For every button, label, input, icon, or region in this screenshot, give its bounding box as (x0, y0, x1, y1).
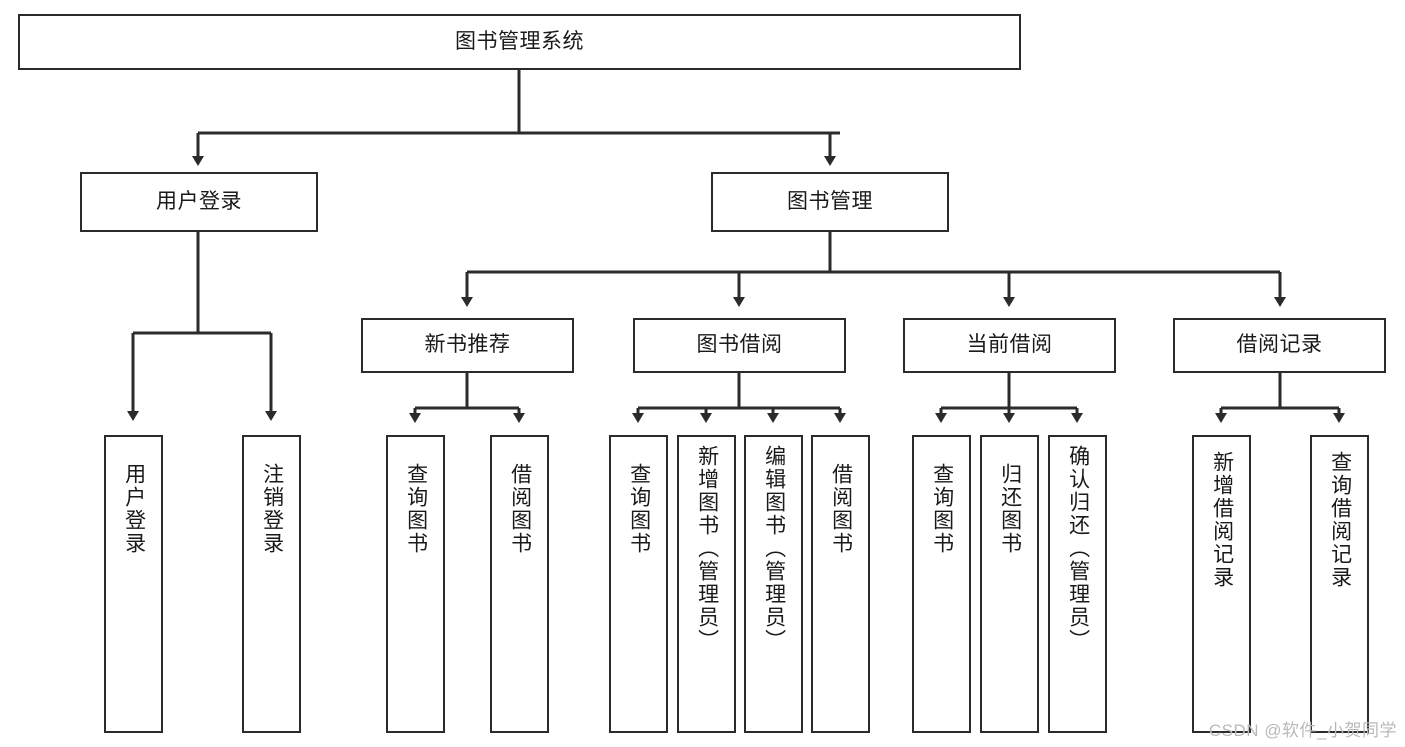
node-borrow-record-label: 借阅记录 (1236, 333, 1323, 357)
node-leaf-logout-login-label: 注销登录 (260, 463, 284, 555)
node-book-borrow[interactable]: 图书借阅 (633, 318, 846, 373)
node-leaf-borrow-book-1-label: 借阅图书 (508, 463, 532, 555)
node-borrow-record[interactable]: 借阅记录 (1173, 318, 1386, 373)
node-leaf-add-record[interactable]: 新增借阅记录 (1192, 435, 1251, 733)
node-leaf-user-login[interactable]: 用户登录 (104, 435, 163, 733)
node-leaf-borrow-book-1[interactable]: 借阅图书 (490, 435, 549, 733)
node-leaf-borrow-book-2-label: 借阅图书 (829, 463, 853, 555)
node-root-label: 图书管理系统 (455, 29, 584, 53)
node-leaf-add-record-label: 新增借阅记录 (1210, 451, 1234, 589)
node-user-login-label: 用户登录 (156, 189, 242, 213)
node-leaf-query-book-3-label: 查询图书 (930, 463, 954, 555)
node-leaf-add-book[interactable]: 新增图书（管理员） (677, 435, 736, 733)
node-leaf-logout-login[interactable]: 注销登录 (242, 435, 301, 733)
node-leaf-return-book-label: 归还图书 (998, 463, 1022, 555)
node-book-manage[interactable]: 图书管理 (711, 172, 949, 232)
node-leaf-return-book[interactable]: 归还图书 (980, 435, 1039, 733)
node-leaf-query-book-1[interactable]: 查询图书 (386, 435, 445, 733)
node-leaf-query-book-2[interactable]: 查询图书 (609, 435, 668, 733)
node-leaf-edit-book-label: 编辑图书（管理员） (762, 445, 786, 652)
node-leaf-confirm-return[interactable]: 确认归还（管理员） (1048, 435, 1107, 733)
node-leaf-add-book-label: 新增图书（管理员） (695, 445, 719, 652)
node-leaf-user-login-label: 用户登录 (122, 463, 146, 555)
node-leaf-confirm-return-label: 确认归还（管理员） (1066, 445, 1090, 652)
node-leaf-query-book-3[interactable]: 查询图书 (912, 435, 971, 733)
node-book-borrow-label: 图书借阅 (696, 333, 783, 357)
node-leaf-query-record[interactable]: 查询借阅记录 (1310, 435, 1369, 733)
node-new-book-recommend-label: 新书推荐 (424, 333, 511, 357)
node-leaf-borrow-book-2[interactable]: 借阅图书 (811, 435, 870, 733)
node-current-borrow-label: 当前借阅 (966, 333, 1053, 357)
node-leaf-query-record-label: 查询借阅记录 (1328, 451, 1352, 589)
node-leaf-query-book-1-label: 查询图书 (404, 463, 428, 555)
node-book-manage-label: 图书管理 (787, 189, 873, 213)
node-leaf-edit-book[interactable]: 编辑图书（管理员） (744, 435, 803, 733)
node-leaf-query-book-2-label: 查询图书 (627, 463, 651, 555)
node-new-book-recommend[interactable]: 新书推荐 (361, 318, 574, 373)
node-current-borrow[interactable]: 当前借阅 (903, 318, 1116, 373)
node-user-login[interactable]: 用户登录 (80, 172, 318, 232)
node-root[interactable]: 图书管理系统 (18, 14, 1021, 70)
